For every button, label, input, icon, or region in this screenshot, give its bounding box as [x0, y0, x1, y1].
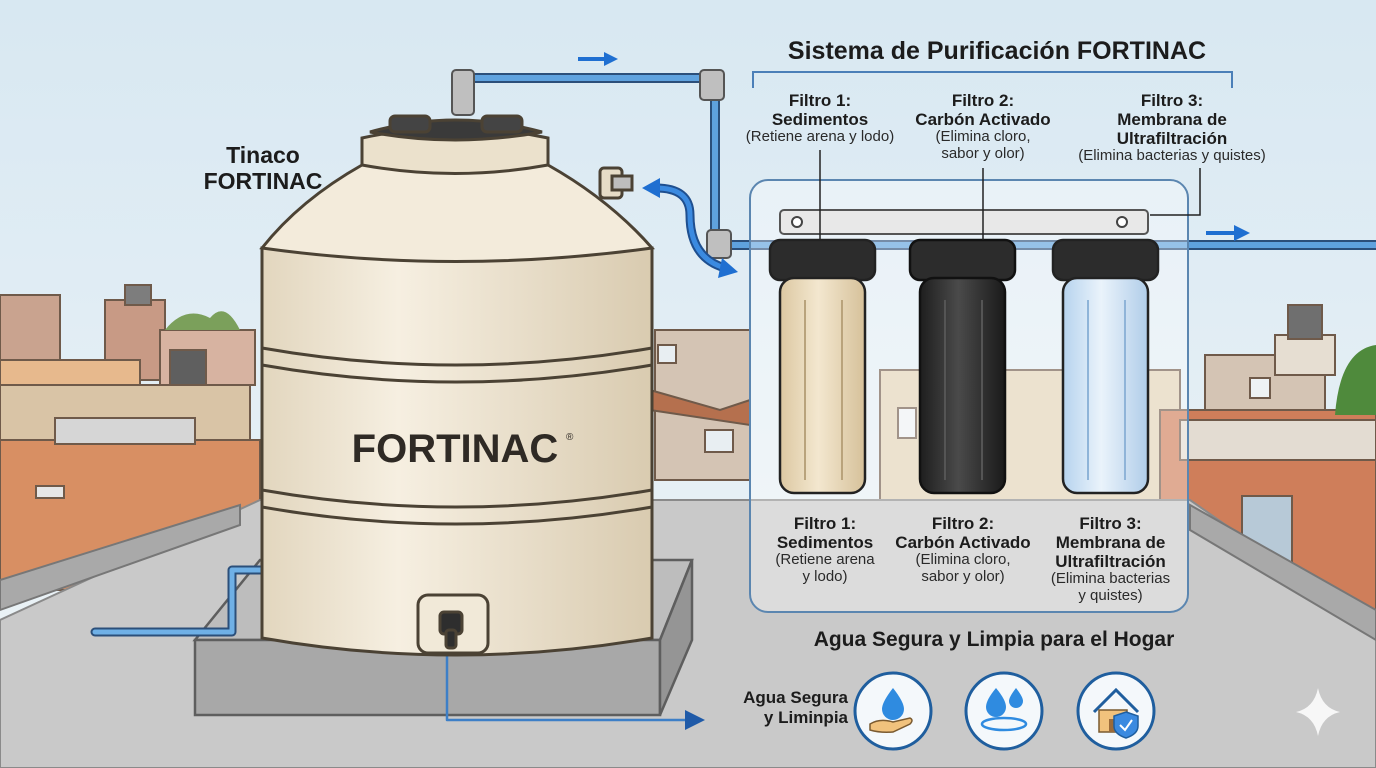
filter-type: Sedimentos: [776, 533, 874, 553]
filter-type: Membrana de: [1055, 533, 1166, 553]
safe-water-label: Agua Segura y Liminpia: [716, 688, 848, 729]
title-bracket: [752, 71, 1233, 88]
top-label-filter-3: Filtro 3: Membrana de Ultrafiltración (E…: [1072, 91, 1272, 165]
filter-desc: sabor y olor): [941, 144, 1025, 162]
hand-water-drop-icon: [853, 671, 933, 751]
filter-name: Filtro 3:: [1140, 91, 1204, 110]
tree-left: [165, 311, 240, 330]
bottom-label-filter-2: Filtro 2: Carbón Activado (Elimina cloro…: [888, 514, 1038, 586]
filter-type: Ultrafiltración: [1116, 129, 1228, 149]
flow-arrows: [578, 52, 1250, 278]
bottom-label-filter-3: Filtro 3: Membrana de Ultrafiltración (E…: [1038, 514, 1183, 605]
filter-2: [908, 238, 1017, 495]
bottom-label-filter-1: Filtro 1: Sedimentos (Retiene arena y lo…: [755, 514, 895, 586]
water-tank: [259, 114, 655, 657]
safe-water-label-line1: Agua Segura: [743, 688, 848, 707]
bracket-screw-left: [791, 216, 803, 228]
house-shield-icon: [1076, 671, 1156, 751]
filter-desc: (Retiene arena: [775, 551, 875, 569]
filter-name: Filtro 1:: [793, 514, 857, 533]
diagram-title: Sistema de Purificación FORTINAC: [787, 37, 1207, 65]
tank-label: Tinaco FORTINAC: [198, 142, 328, 195]
filter-desc: (Elimina cloro,: [915, 551, 1011, 569]
filter-bracket: [779, 209, 1149, 235]
filter-name: Filtro 1:: [788, 91, 852, 110]
filter-type: Sedimentos: [771, 110, 869, 130]
tank-brand: FORTINAC: [352, 427, 559, 471]
safe-water-heading: Agua Segura y Limpia para el Hogar: [813, 628, 1175, 651]
filter-desc: (Retiene arena y lodo): [745, 128, 895, 146]
pipe-elbow-top: [451, 69, 475, 116]
filter-3: [1051, 238, 1160, 495]
tank-brand-mark: ®: [566, 432, 574, 443]
filter-name: Filtro 2:: [951, 91, 1015, 110]
filter-desc: sabor y olor): [921, 567, 1005, 585]
sparkle-icon: [1296, 688, 1340, 736]
tank-label-line2: FORTINAC: [203, 168, 323, 195]
water-drops-icon: [964, 671, 1044, 751]
filter-desc: (Elimina bacterias y quistes): [1078, 147, 1266, 165]
filter-type: Carbón Activado: [895, 533, 1031, 553]
rooftop-parapet-left: [0, 503, 241, 612]
filter-desc: (Elimina bacterias: [1050, 570, 1171, 588]
filter-name: Filtro 2:: [931, 514, 995, 533]
filter-1: [768, 238, 877, 495]
filter-desc: (Elimina cloro,: [935, 128, 1031, 146]
filter-type: Membrana de: [1117, 110, 1227, 130]
top-label-filter-1: Filtro 1: Sedimentos (Retiene arena y lo…: [735, 91, 905, 146]
filter-desc: y lodo): [802, 567, 848, 585]
filter-desc: y quistes): [1078, 586, 1143, 604]
pipe-elbow-bottom: [706, 229, 732, 259]
leader-lines: [819, 150, 1201, 240]
tank-label-line1: Tinaco: [226, 142, 300, 168]
pipe-elbow-right: [699, 69, 725, 101]
tree-right: [1335, 345, 1376, 415]
filter-name: Filtro 3:: [1079, 514, 1142, 533]
bracket-screw-right: [1116, 216, 1128, 228]
filter-type: Ultrafiltración: [1055, 552, 1166, 572]
safe-water-label-line2: y Liminpia: [763, 708, 848, 728]
filter-type: Carbón Activado: [915, 110, 1051, 130]
top-label-filter-2: Filtro 2: Carbón Activado (Elimina cloro…: [898, 91, 1068, 163]
rooftop-parapet-right: [1189, 503, 1376, 642]
